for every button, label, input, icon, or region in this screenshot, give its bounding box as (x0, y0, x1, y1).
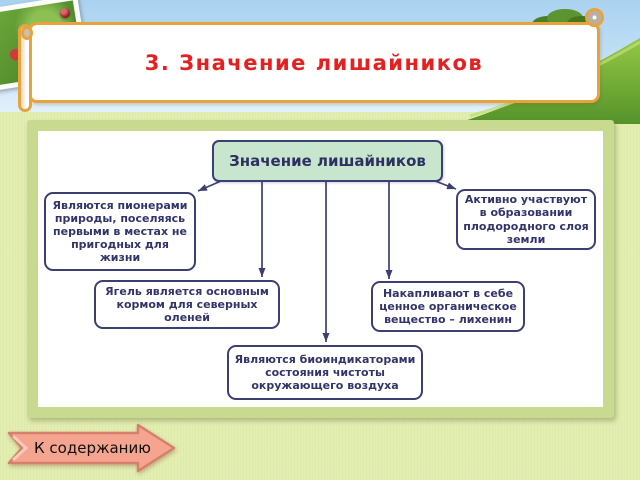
photo-pin-icon (60, 8, 70, 18)
scroll-left-roll (18, 24, 32, 112)
chevron-right-icon (12, 435, 28, 461)
nav-to-contents-button[interactable]: К содержанию (6, 421, 178, 475)
diagram-node-lichenin: Накапливают в себе ценное органическое в… (371, 281, 525, 332)
nav-arrow-shape (7, 423, 176, 473)
title-banner: 3. Значение лишайников (28, 22, 600, 103)
diagram-node-yagel: Ягель является основным кормом для север… (94, 280, 280, 329)
diagram-root-node: Значение лишайников (212, 140, 443, 182)
scroll-left-curl-icon (21, 26, 33, 40)
slide-title: 3. Значение лишайников (144, 50, 484, 75)
diagram-node-pioneers: Являются пионерами природы, поселяясь пе… (44, 192, 196, 271)
diagram-node-soil: Активно участвуют в образовании плодород… (456, 189, 596, 250)
nav-button-label: К содержанию (34, 439, 151, 457)
diagram-node-bioindicator: Являются биоиндикаторами состояния чисто… (227, 345, 423, 400)
scroll-right-curl-icon (585, 8, 604, 27)
